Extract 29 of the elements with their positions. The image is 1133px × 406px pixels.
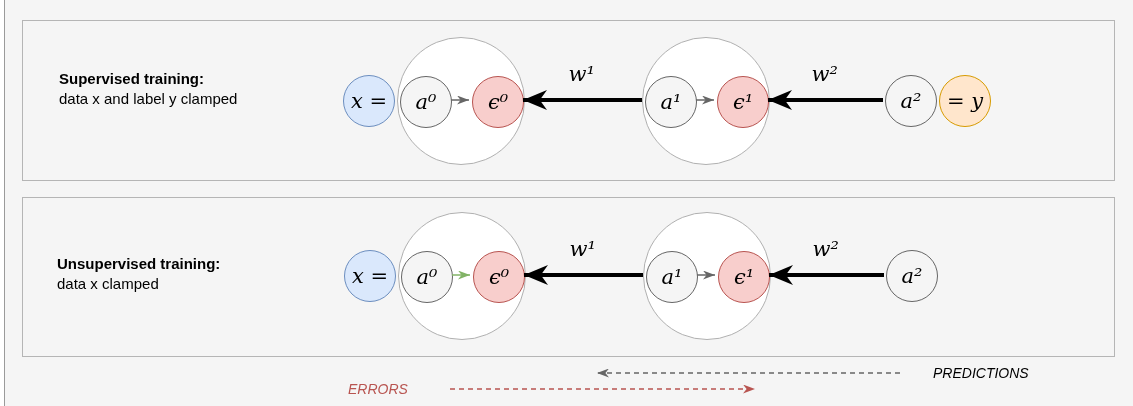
variable-circle: a⁰: [401, 251, 453, 303]
variable-circle: ϵ¹: [718, 251, 770, 303]
arrow: [524, 265, 643, 285]
variable-circle: a¹: [645, 76, 697, 128]
variable-circle: x =: [344, 250, 396, 302]
arrow: [769, 265, 884, 285]
arrow: [696, 270, 716, 280]
variable-circle: ϵ⁰: [472, 76, 524, 128]
variable-circle: a²: [886, 250, 938, 302]
variable-circle: a¹: [646, 251, 698, 303]
panel: [22, 20, 1115, 181]
variable-circle: a⁰: [400, 76, 452, 128]
legend-label: PREDICTIONS: [933, 365, 1029, 381]
variable-circle: a²: [885, 75, 937, 127]
legend-label: ERRORS: [348, 381, 408, 397]
variable-circle: ϵ⁰: [473, 251, 525, 303]
panel-description: data x clamped: [57, 274, 160, 294]
arrow: [695, 95, 715, 105]
arrow: [768, 90, 883, 110]
panel-heading: Supervised training:: [59, 69, 206, 89]
variable-circle: = y: [939, 75, 991, 127]
variable-circle: ϵ¹: [717, 76, 769, 128]
panel: [22, 197, 1115, 357]
arrow: [450, 95, 470, 105]
arrow: [523, 90, 642, 110]
panel-heading: Unsupervised training:: [57, 254, 222, 274]
arrow: [451, 270, 471, 280]
variable-circle: x =: [343, 75, 395, 127]
panel-description: data x and label y clamped: [59, 89, 239, 109]
